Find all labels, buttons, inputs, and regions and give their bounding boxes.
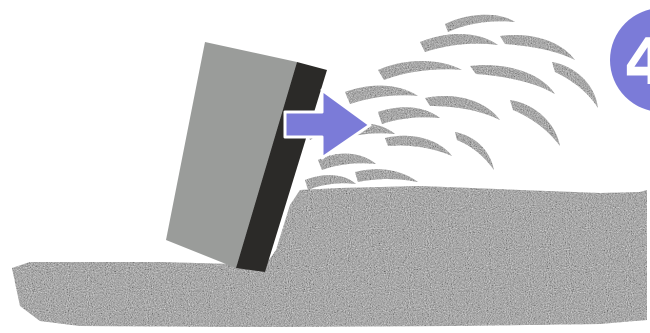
particle-chip-texture: [345, 86, 418, 104]
particle-chip-texture: [500, 35, 575, 60]
particle-chip-texture: [385, 136, 452, 156]
particle-chip-texture: [470, 65, 555, 94]
particle-chip-texture: [445, 15, 515, 32]
particle-chip-texture: [305, 175, 356, 190]
ground-slab: [12, 186, 647, 327]
flying-particles: [305, 15, 598, 190]
particle-chip-texture: [378, 107, 440, 124]
ground-texture: [12, 186, 647, 327]
particle-chip-texture: [552, 62, 598, 108]
particle-chip-texture: [455, 132, 494, 170]
badge-number: 4: [624, 26, 650, 100]
particle-chip-texture: [355, 169, 418, 182]
particle-chip-texture: [420, 34, 498, 52]
particle-chip-texture: [510, 100, 560, 146]
step-badge: 4: [610, 8, 650, 112]
particle-chip-texture: [378, 61, 462, 80]
